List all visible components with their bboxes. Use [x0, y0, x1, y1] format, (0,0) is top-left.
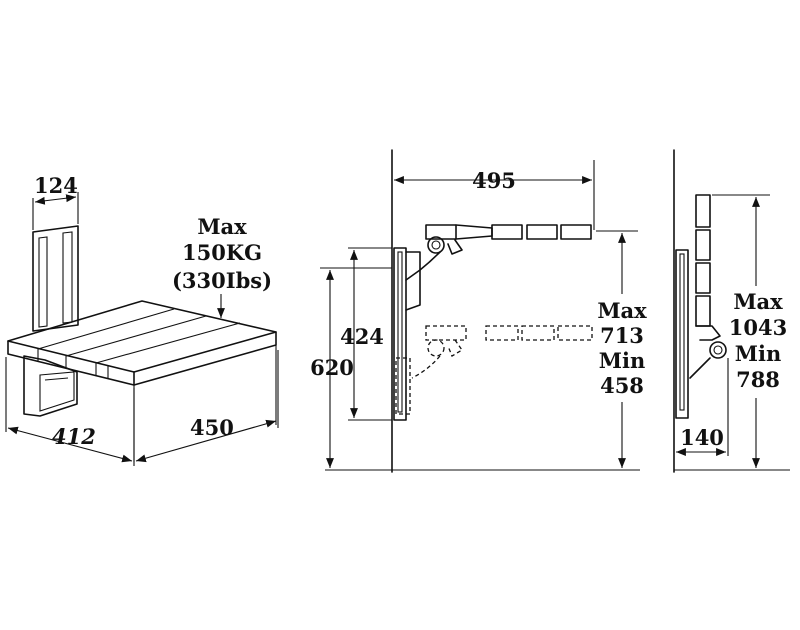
reach-label: 495	[472, 168, 516, 193]
load-lbs-label: (330Ibs)	[172, 268, 272, 293]
folded-min-value: 788	[736, 367, 780, 392]
total-height-label: 620	[310, 355, 354, 380]
back-width-dimension	[32, 192, 79, 230]
lowered-seat-dashed	[395, 325, 593, 415]
folded-wall-bracket	[675, 249, 689, 419]
folded-max-value: 1043	[729, 315, 787, 340]
side-min-value: 458	[600, 373, 644, 398]
total-height-dimension	[320, 267, 392, 468]
isometric-seat-view: 124 Max 150KG (330Ibs) 412 450	[5, 173, 279, 466]
folded-depth-dimension	[676, 358, 729, 456]
mount-height-label: 424	[340, 324, 384, 349]
wall-bracket	[393, 247, 421, 421]
seat-slats	[7, 300, 277, 386]
folded-depth-label: 140	[680, 425, 724, 450]
width-label: 450	[190, 415, 234, 440]
mount-height-dimension	[348, 247, 392, 421]
seat-underside-lines	[133, 345, 277, 462]
depth-label: 412	[52, 424, 96, 449]
reach-dimension	[394, 160, 595, 230]
folded-view: Max 1043 Min 788 140	[673, 149, 790, 473]
side-min-label: Min	[599, 348, 646, 373]
seat-lower-bracket	[23, 355, 78, 417]
depth-dimension	[5, 357, 135, 466]
load-kg-label: 150KG	[182, 240, 262, 265]
folded-seat-slats	[689, 194, 727, 379]
folded-height-dimension	[712, 194, 770, 468]
side-max-value: 713	[600, 323, 644, 348]
folded-min-label: Min	[735, 341, 782, 366]
back-width-label: 124	[34, 173, 78, 198]
side-max-label: Max	[597, 298, 647, 323]
width-dimension	[135, 350, 279, 463]
side-view: 495	[310, 149, 647, 473]
seat-height-range-dimension	[596, 230, 638, 468]
folded-max-label: Max	[733, 289, 783, 314]
raised-seat	[405, 224, 592, 281]
seat-back-panel	[32, 225, 79, 332]
load-max-label: Max	[197, 214, 247, 239]
